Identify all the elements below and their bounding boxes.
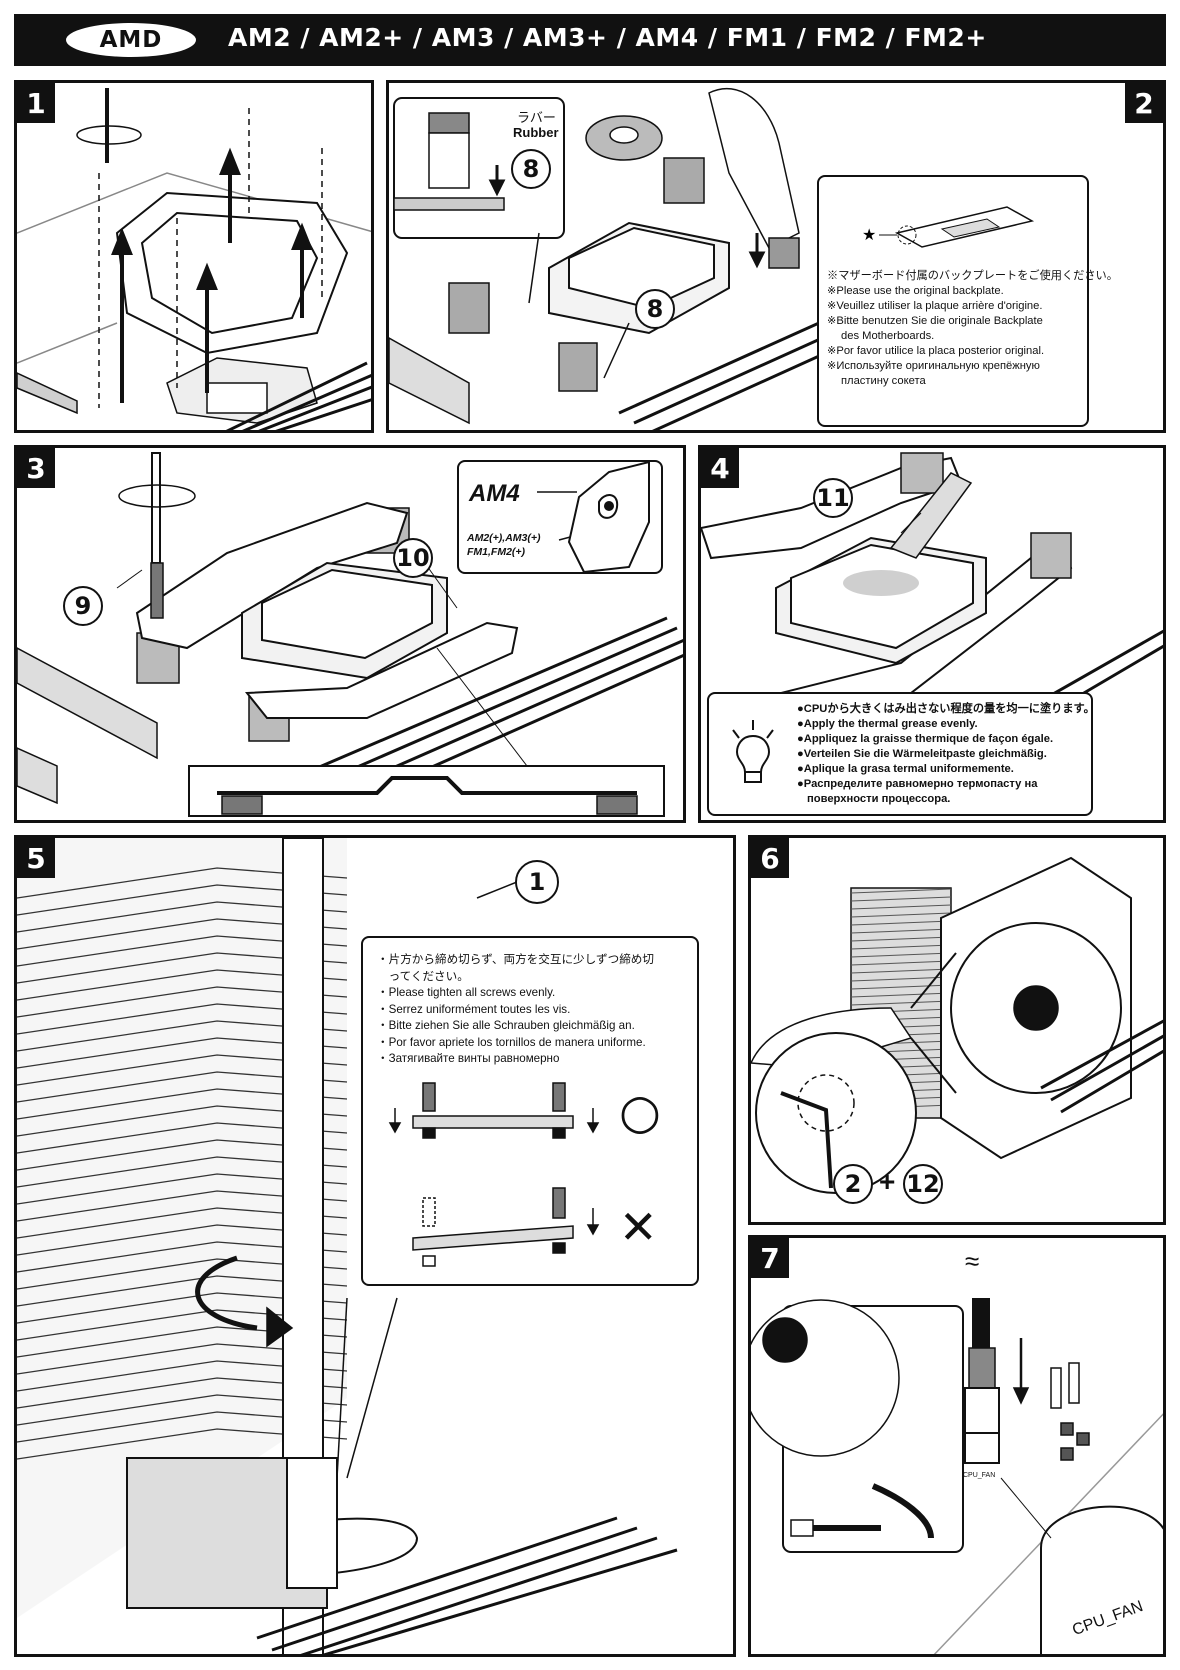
step-number: 6 bbox=[751, 838, 789, 878]
step-number: 4 bbox=[701, 448, 739, 488]
note-line: ・Please tighten all screws evenly. bbox=[377, 986, 556, 999]
cable-break-mark: ≈ bbox=[965, 1246, 980, 1276]
note-line: пластину сокета bbox=[841, 375, 926, 387]
backplate-note: ★ ※マザーボード付属のバックプレートをご使用ください。 ※Please use… bbox=[817, 175, 1118, 427]
step-1-panel: 1 bbox=[14, 80, 374, 433]
rubber-label-en: Rubber bbox=[513, 125, 559, 140]
heatsink-fin bbox=[850, 904, 952, 910]
note-line: поверхности процессора. bbox=[807, 793, 951, 805]
step-4-illustration bbox=[701, 452, 1163, 732]
note-line: ・Por favor apriete los tornillos de mane… bbox=[377, 1035, 646, 1049]
step-5-panel: 5 1 ・片方から締め切らず、両方を交互に少しずつ締め切 ってください。 ・Pl… bbox=[14, 835, 736, 1657]
note-line: ※Bitte benutzen Sie die originale Backpl… bbox=[827, 315, 1043, 327]
heatsink-fin bbox=[850, 952, 952, 958]
note-line: ●CPUから大きくはみ出さない程度の量を均一に塗ります。 bbox=[797, 703, 1095, 715]
part-12-callout: 12 bbox=[903, 1164, 943, 1204]
step-number: 2 bbox=[1125, 83, 1163, 123]
step-number: 7 bbox=[751, 1238, 789, 1278]
title-bar: AMD AM2 / AM2+ / AM3 / AM3+ / AM4 / FM1 … bbox=[14, 14, 1166, 66]
heatsink-fin bbox=[850, 912, 952, 918]
cpu-fan-header-label: CPU_FAN bbox=[963, 1472, 996, 1479]
note-line: ・Bitte ziehen Sie alle Schrauben gleichm… bbox=[377, 1019, 635, 1032]
part-9-callout: 9 bbox=[63, 586, 103, 626]
heatsink-fin bbox=[850, 896, 952, 902]
step-4-panel: 4 11 ●CPUから大きくはみ出さない程度の量を均一に塗ります。 ●Apply… bbox=[698, 445, 1166, 823]
step-number: 1 bbox=[17, 83, 55, 123]
screw-tightening-diagram bbox=[388, 1082, 600, 1267]
heatsink-fin bbox=[850, 984, 952, 990]
heatsink-fin bbox=[850, 920, 952, 926]
step-6-illustration bbox=[751, 856, 1163, 1194]
heatsink-fin bbox=[850, 936, 952, 942]
svg-text:★: ★ bbox=[862, 225, 876, 244]
step-5-illustration bbox=[17, 838, 678, 1654]
thermal-grease-note: ●CPUから大きくはみ出さない程度の量を均一に塗ります。 ●Apply the … bbox=[707, 692, 1095, 816]
heatsink-fin bbox=[850, 976, 952, 982]
am4-label: AM4 bbox=[469, 480, 520, 507]
note-line: ※マザーボード付属のバックプレートをご使用ください。 bbox=[827, 270, 1118, 282]
step-7-illustration bbox=[751, 1298, 1163, 1654]
step-2-panel: 2 ラバー Rubber 8 8 bbox=[386, 80, 1166, 433]
note-line: ●Aplique la grasa termal uniformemente. bbox=[797, 763, 1014, 775]
note-line: ※Используйте оригинальную крепёжную bbox=[827, 360, 1040, 372]
lightbulb-icon bbox=[732, 720, 774, 783]
note-line: ※Please use the original backplate. bbox=[827, 285, 1004, 297]
note-line: ●Appliquez la graisse thermique de façon… bbox=[797, 733, 1054, 745]
heatsink-fin bbox=[850, 960, 952, 966]
wrong-mark: ✕ bbox=[619, 1200, 658, 1254]
heatsink-fin bbox=[850, 968, 952, 974]
note-line: ※Veuillez utiliser la plaque arrière d'o… bbox=[827, 300, 1043, 312]
note-line: ってください。 bbox=[377, 969, 469, 983]
rubber-label-ja: ラバー bbox=[517, 110, 556, 125]
tighten-screws-note: ・片方から締め切らず、両方を交互に少しずつ締め切 ってください。 ・Please… bbox=[361, 936, 699, 1286]
note-line: ・片方から締め切らず、両方を交互に少しずつ締め切 bbox=[377, 953, 654, 966]
step-7-panel: 7 ≈ CPU_FAN CPU_FAN bbox=[748, 1235, 1166, 1657]
heatsink-fin bbox=[850, 944, 952, 950]
mounting-slot-diagram bbox=[537, 462, 650, 574]
note-line: ●Verteilen Sie die Wärmeleitpaste gleich… bbox=[797, 748, 1047, 760]
step-number: 5 bbox=[17, 838, 55, 878]
part-10-callout: 10 bbox=[393, 538, 433, 578]
tighten-note-lines: ・片方から締め切らず、両方を交互に少しずつ締め切 ってください。 ・Please… bbox=[377, 952, 691, 1068]
amd-logo: AMD bbox=[66, 23, 196, 57]
step-2-illustration bbox=[389, 87, 840, 430]
step-3-illustration bbox=[17, 452, 683, 817]
note-line: ●Распределите равномерно термопасту на bbox=[797, 778, 1038, 790]
part-11-callout: 11 bbox=[813, 478, 853, 518]
part-1-callout: 1 bbox=[515, 860, 559, 904]
thermal-grease-note-lines: ●CPUから大きくはみ出さない程度の量を均一に塗ります。 ●Apply the … bbox=[797, 702, 1095, 807]
step-1-illustration bbox=[17, 88, 371, 430]
note-line: ・Затягивайте винты равномерно bbox=[377, 1052, 560, 1065]
am4-slot-inset: AM4 AM2(+),AM3(+) FM1,FM2(+) bbox=[457, 460, 663, 574]
note-line: ●Apply the thermal grease evenly. bbox=[797, 718, 978, 730]
legacy-socket-label: AM2(+),AM3(+) bbox=[467, 532, 541, 544]
backplate-diagram: ★ bbox=[862, 206, 1035, 248]
step-6-panel: 6 2 + 12 bbox=[748, 835, 1166, 1225]
part-2-callout: 2 bbox=[833, 1164, 873, 1204]
note-line: ・Serrez uniformément toutes les vis. bbox=[377, 1002, 571, 1016]
correct-mark: ○ bbox=[619, 1084, 661, 1140]
heatsink-fin bbox=[850, 992, 952, 998]
plus-sign: + bbox=[879, 1166, 896, 1197]
heatsink-fin bbox=[850, 1000, 952, 1006]
note-line: ※Por favor utilice la placa posterior or… bbox=[827, 345, 1045, 357]
heatsink-fin bbox=[850, 928, 952, 934]
note-line: des Motherboards. bbox=[841, 330, 935, 342]
heatsink-fin bbox=[850, 888, 952, 894]
part-8-callout-socket: 8 bbox=[635, 289, 675, 329]
part-8-callout: 8 bbox=[511, 149, 551, 189]
step-number: 3 bbox=[17, 448, 55, 488]
legacy-socket-label: FM1,FM2(+) bbox=[467, 546, 526, 558]
socket-list: AM2 / AM2+ / AM3 / AM3+ / AM4 / FM1 / FM… bbox=[228, 23, 987, 52]
step-3-panel: 3 9 10 AM4 AM2(+),AM3(+) bbox=[14, 445, 686, 823]
backplate-note-lines: ※マザーボード付属のバックプレートをご使用ください。 ※Please use t… bbox=[827, 269, 1118, 389]
